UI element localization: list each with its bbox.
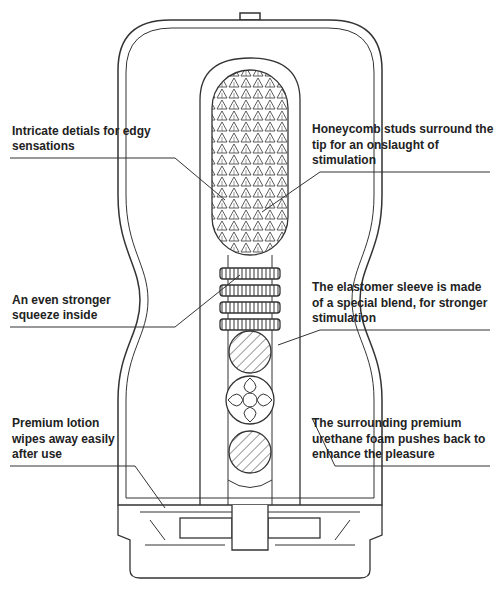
callout-label: The elastomer sleeve is made of a specia… bbox=[312, 280, 494, 327]
callout-label: Honeycomb studs surround the tip for an … bbox=[312, 122, 494, 169]
elastomer-sleeve bbox=[200, 58, 300, 505]
cup-body bbox=[118, 13, 382, 505]
base-cap bbox=[118, 505, 382, 578]
callout-label: Premium lotion wipes away easily after u… bbox=[12, 416, 132, 463]
callout-label: An even stronger squeeze inside bbox=[12, 293, 132, 324]
callout-label: The surrounding premium urethane foam pu… bbox=[312, 416, 494, 463]
callout-label: Intricate detials for edgy sensations bbox=[12, 124, 172, 155]
